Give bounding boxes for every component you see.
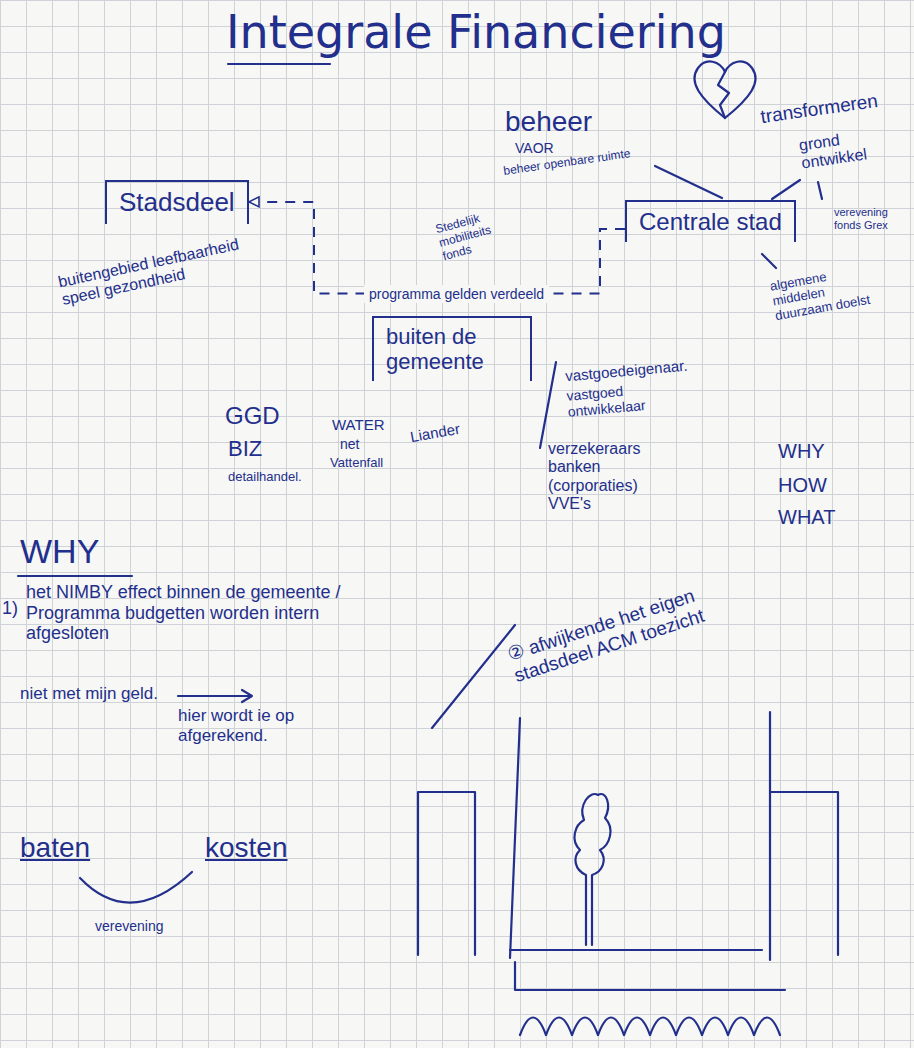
- leader-line: [772, 180, 800, 199]
- underline: [18, 575, 132, 577]
- note-label: GGD: [225, 402, 280, 430]
- note-label: vastgoedeigenaar.: [564, 357, 688, 385]
- note-label: Liander: [409, 420, 461, 446]
- edge-label: programma gelden verdeeld: [364, 285, 549, 303]
- note-label: VAOR: [515, 140, 554, 156]
- leader-line: [762, 254, 776, 268]
- box-text: buiten de gemeente: [386, 324, 518, 375]
- note-label: vastgoed ontwikkelaar: [566, 378, 678, 420]
- leader-line: [655, 166, 722, 198]
- heart-crack: [718, 72, 729, 118]
- divider-slash: [432, 625, 515, 728]
- note-label: ② afwijkende het eigen stadsdeel ACM toe…: [505, 565, 766, 687]
- note-label: detailhandel.: [228, 470, 302, 485]
- note-label: Stedelijk mobiliteits fonds: [434, 202, 527, 264]
- broken-heart: [694, 61, 755, 118]
- note-label: het NIMBY effect binnen de gemeente / Pr…: [26, 582, 346, 644]
- box-text: Centrale stad: [639, 208, 782, 236]
- arrow: [178, 690, 252, 702]
- note-label: algemene middelen duurzaam doelst: [769, 261, 885, 324]
- stadsdeel-box: Stadsdeel: [105, 180, 249, 224]
- buiten-gemeente-box: buiten de gemeente: [372, 316, 532, 381]
- page-title: Integrale Financiering: [226, 6, 726, 59]
- note-label: buitengebied leefbaarheid speel gezondhe…: [57, 227, 285, 310]
- building-right: [770, 712, 838, 960]
- note-label: WHY: [20, 532, 99, 571]
- note-label: BIZ: [228, 436, 262, 461]
- note-label: transformeren: [759, 90, 879, 128]
- note-label: kosten: [205, 832, 288, 864]
- dashed-connector: [249, 202, 625, 294]
- water-waves: [520, 1018, 780, 1036]
- note-label: net: [340, 436, 359, 452]
- ground-line: [510, 949, 762, 951]
- verevening-curve: [80, 872, 192, 903]
- box-text: Stadsdeel: [119, 188, 235, 218]
- leader-line: [818, 182, 822, 199]
- note-label: verevening fonds Grex: [834, 206, 904, 231]
- note-label: baten: [20, 832, 90, 864]
- note-label: hier wordt ie op afgerekend.: [178, 706, 338, 745]
- note-label: HOW: [778, 474, 827, 497]
- building-left: [418, 792, 475, 955]
- foundation: [515, 962, 785, 990]
- note-label: verzekeraars banken (corporaties) VVE's: [548, 440, 668, 514]
- street-line: [510, 718, 520, 958]
- divider-slash: [540, 362, 556, 448]
- note-label: 1): [2, 598, 18, 619]
- note-label: grond ontwikkel: [798, 124, 897, 174]
- note-label: WHAT: [778, 506, 835, 529]
- note-label: verevening: [95, 918, 164, 934]
- centrale-stad-box: Centrale stad: [625, 200, 796, 242]
- note-label: beheer: [505, 106, 592, 138]
- tree: [574, 794, 610, 945]
- note-label: Vattenfall: [330, 456, 383, 471]
- note-label: niet met mijn geld.: [20, 684, 158, 704]
- note-label: WATER: [332, 416, 385, 433]
- note-label: WHY: [778, 440, 825, 463]
- title-underline: [228, 63, 330, 65]
